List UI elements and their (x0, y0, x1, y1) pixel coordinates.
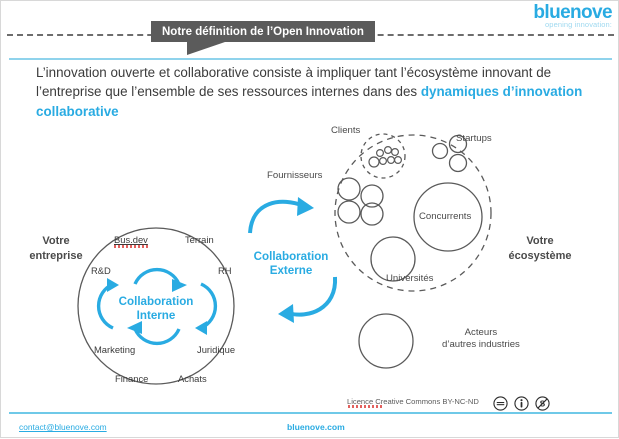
license-text: Licence Creative Commons BY-NC-ND (347, 397, 479, 406)
fournisseur-circle (337, 177, 361, 201)
internal-arrow-top (133, 267, 181, 285)
banner-tail-shape (187, 42, 225, 55)
clients-group-circle (360, 133, 406, 179)
spellcheck-squiggle (114, 245, 149, 248)
ecosystem-label-fournisseurs: Fournisseurs (267, 170, 323, 181)
caption-your-company-line1: Votre (42, 235, 70, 247)
external-arrow-heads (278, 197, 314, 323)
logo-wordmark: bluenove (533, 2, 612, 23)
bottom-blue-rule (9, 412, 612, 414)
lead-text-highlight: dynamiques d’innovation collaborative (36, 84, 583, 119)
cc-non-commercial-icon: S (535, 396, 550, 411)
company-label-juridique: Juridique (197, 344, 236, 355)
cc-no-derivatives-icon (493, 396, 508, 411)
client-dot (391, 148, 400, 157)
company-label-rh: RH (218, 265, 232, 276)
client-dot (368, 156, 380, 168)
client-dot (379, 157, 388, 166)
company-label-bus-dev: Bus.dev (114, 234, 148, 245)
startup-circle (448, 134, 468, 154)
svg-text:S: S (540, 400, 546, 409)
fournisseur-circle (337, 200, 361, 224)
external-arrow-lower (287, 276, 338, 317)
ecosystem-label-universites: Universités (386, 273, 434, 284)
ecosystem-label-autres-industries: Acteurs d’autres industries (442, 327, 520, 352)
autres-industries-line2: d’autres industries (442, 339, 520, 351)
caption-your-company-line2: entreprise (29, 249, 83, 262)
ecosystem-label-concurrents: Concurrents (419, 211, 472, 222)
footer-website: bluenove.com (287, 422, 345, 432)
caption-collaboration-externe: Collaboration Externe (248, 250, 334, 279)
slide-title-banner: Notre définition de l’Open Innovation (151, 21, 375, 42)
top-blue-rule (9, 58, 612, 60)
client-dot (394, 156, 403, 165)
caption-collaboration-interne-line2: Interne (136, 309, 176, 323)
slide-title-text: Notre définition de l’Open Innovation (162, 25, 364, 38)
startup-circle (448, 153, 468, 173)
internal-arrow-bottom (133, 328, 181, 346)
ecosystem-label-startups: Startups (456, 133, 492, 144)
lead-paragraph: L’innovation ouverte et collaborative co… (36, 63, 588, 121)
company-outer-circle (77, 227, 235, 385)
company-label-achats: Achats (178, 373, 207, 384)
company-label-marketing: Marketing (94, 344, 136, 355)
caption-your-ecosystem-line1: Votre (526, 235, 554, 247)
concurrents-circle (413, 182, 483, 252)
footer-email-link[interactable]: contact@bluenove.com (19, 422, 107, 432)
brand-logo: bluenove opening innovation: (508, 3, 612, 29)
caption-your-ecosystem-line2: écosystème (508, 249, 572, 262)
internal-arrow-heads (107, 278, 207, 335)
caption-collaboration-interne-line1: Collaboration (118, 295, 194, 308)
autres-industries-circle (358, 313, 414, 369)
autres-industries-line1: Acteurs (464, 327, 498, 338)
fournisseur-circle (360, 184, 384, 208)
cc-attribution-icon (514, 396, 529, 411)
client-dot (376, 149, 385, 158)
company-label-rd: R&D (91, 265, 111, 276)
caption-your-company: Votre entreprise (25, 234, 87, 264)
ecosystem-outer-circle (334, 134, 492, 292)
lead-text-normal: L’innovation ouverte et collaborative co… (36, 65, 552, 100)
ecosystem-label-clients: Clients (331, 125, 361, 136)
company-label-terrain: Terrain (185, 234, 214, 245)
caption-collaboration-externe-line2: Externe (269, 264, 313, 278)
startup-circle (431, 142, 449, 160)
logo-tagline: opening innovation: (545, 20, 612, 29)
creative-commons-icons: S (493, 396, 550, 411)
license-spellcheck-squiggle (348, 405, 384, 408)
client-dot (387, 156, 396, 165)
external-arrow-upper (248, 199, 305, 234)
caption-collaboration-externe-line1: Collaboration (253, 250, 329, 263)
caption-your-ecosystem: Votre écosystème (501, 234, 579, 264)
company-label-finance: Finance (115, 373, 149, 384)
caption-collaboration-interne: Collaboration Interne (97, 295, 215, 324)
universites-circle (370, 236, 416, 282)
fournisseur-circle (360, 202, 384, 226)
client-dot (384, 146, 393, 155)
